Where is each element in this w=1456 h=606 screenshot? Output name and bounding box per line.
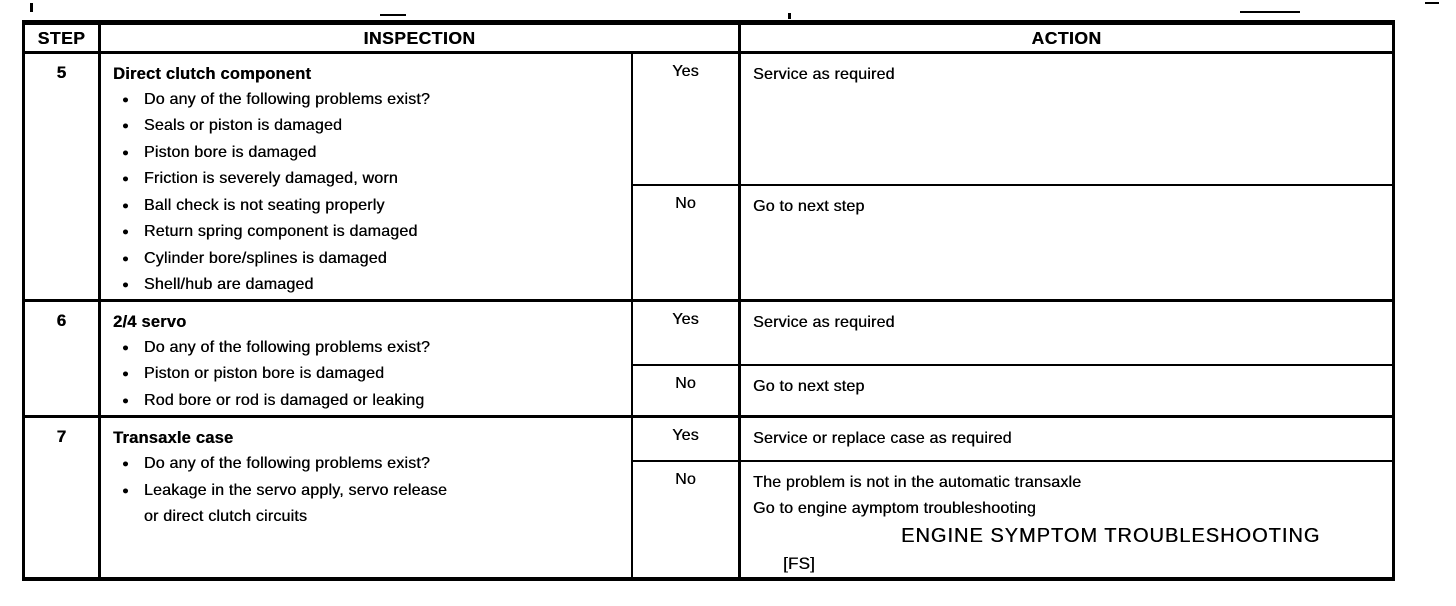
action-line: Service as required [753,313,895,331]
row-step-6: 6 2/4 servo Do any of the following prob… [25,298,1392,415]
answer-label: Yes [633,418,741,460]
answer-label: No [633,462,741,577]
action-cell: The problem is not in the automatic tran… [741,462,1392,577]
step-number: 7 [25,418,101,577]
inspection-bullet: Rod bore or rod is damaged or leaking [113,388,623,415]
action-cell: Service as required [741,302,1392,364]
branch-no: No The problem is not in the automatic t… [633,460,1392,577]
action-cell: Service as required [741,54,1392,184]
inspection-title: Direct clutch component [113,64,312,83]
inspection-bullet: Leakage in the servo apply, servo releas… [113,478,623,531]
col-header-step: STEP [25,25,101,54]
action-line: Service as required [753,65,895,83]
branches: Yes Service as required No Go to next st… [633,53,1392,299]
scan-artifact [380,14,406,16]
action-cell: Service or replace case as required [741,418,1392,460]
action-line: The problem is not in the automatic tran… [753,474,1082,491]
scan-artifact [788,13,791,19]
step-number: 5 [25,53,101,299]
inspection-bullet: Cylinder bore/splines is damaged [113,246,623,273]
action-line: Go to next step [753,197,865,215]
step-number: 6 [25,301,101,415]
inspection-bullet: Do any of the following problems exist? [113,451,623,478]
scan-artifact [1240,11,1300,13]
inspection-bullet: Ball check is not seating properly [113,193,623,220]
row-step-7: 7 Transaxle case Do any of the following… [25,415,1392,577]
troubleshooting-table: STEP INSPECTION ACTION 5 Direct clutch c… [22,20,1395,581]
branch-yes: Yes Service as required [633,53,1392,184]
branch-no: No Go to next step [633,363,1392,415]
inspection-cell: Transaxle case Do any of the following p… [101,418,633,577]
action-cell: Go to next step [741,366,1392,415]
branch-yes: Yes Service as required [633,301,1392,364]
action-line: Go to next step [753,377,865,395]
answer-label: Yes [633,301,741,364]
scan-artifact [30,3,33,12]
inspection-bullet: Do any of the following problems exist? [113,335,623,362]
inspection-bullet: Do any of the following problems exist? [113,87,623,114]
branch-no: No Go to next step [633,183,1392,299]
action-line: Go to engine aymptom troubleshooting [753,500,1036,517]
row-step-5: 5 Direct clutch component Do any of the … [25,53,1392,299]
inspection-cell: Direct clutch component Do any of the fo… [101,53,633,299]
inspection-bullet: Shell/hub are damaged [113,272,623,299]
scan-artifact [1425,2,1439,4]
header-row: STEP INSPECTION ACTION [25,25,1392,54]
action-line: Service or replace case as required [753,430,1012,447]
inspection-bullet: Piston or piston bore is damaged [113,361,623,388]
inspection-bullet: Seals or piston is damaged [113,113,623,140]
inspection-cell: 2/4 servo Do any of the following proble… [101,301,633,415]
branch-yes: Yes Service or replace case as required [633,418,1392,460]
cross-reference-label: ENGINE SYMPTOM TROUBLESHOOTING [901,525,1321,547]
branches: Yes Service as required No Go to next st… [633,301,1392,415]
branches: Yes Service or replace case as required … [633,418,1392,577]
inspection-bullet: Friction is severely damaged, worn [113,166,623,193]
answer-label: No [633,185,741,299]
action-cell: Go to next step [741,186,1392,299]
col-header-action: ACTION [741,25,1392,54]
inspection-bullet: Return spring component is damaged [113,219,623,246]
section-code: [FS] [783,554,815,573]
answer-label: Yes [633,53,741,184]
col-header-inspection: INSPECTION [101,25,741,54]
inspection-title: 2/4 servo [113,312,187,331]
answer-label: No [633,365,741,415]
inspection-bullet: Piston bore is damaged [113,140,623,167]
inspection-title: Transaxle case [113,429,234,447]
